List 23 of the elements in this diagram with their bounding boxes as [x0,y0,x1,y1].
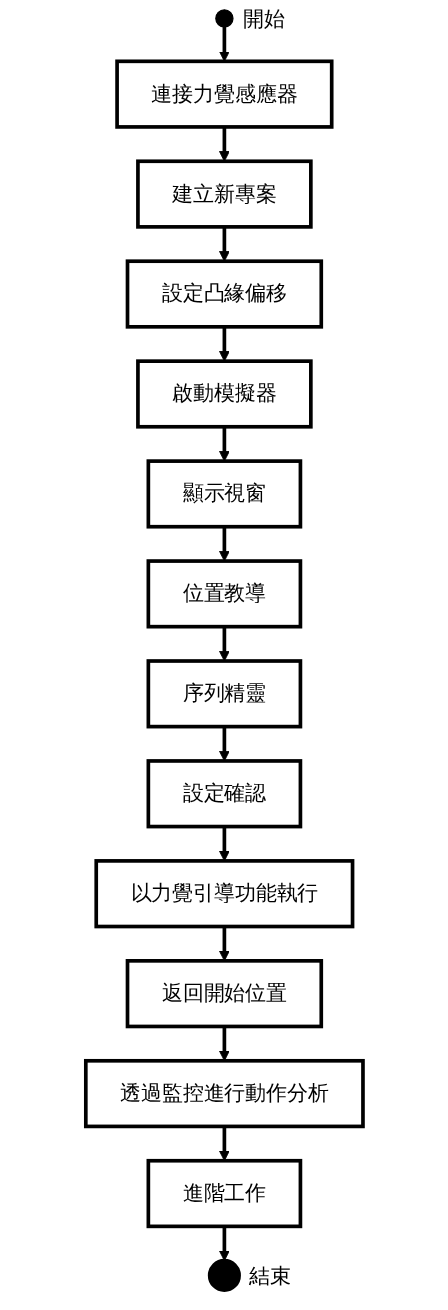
node-box: 啟動模擬器 [135,359,313,429]
node-box: 序列精靈 [146,659,302,729]
node-box: 位置教導 [146,559,302,629]
node-circle [214,9,234,28]
arrow [218,126,230,162]
node-box: 連接力覺感應器 [114,59,334,129]
node-caption: 結束 [248,1263,291,1287]
node-box: 透過監控進行動作分析 [83,1058,365,1129]
node-box: 設定凸緣偏移 [125,259,323,329]
node-box: 建立新專案 [135,159,313,229]
arrow [218,226,230,262]
node-box: 返回開始位置 [125,959,323,1029]
arrow [218,27,230,62]
arrow [218,326,230,362]
arrow [218,526,230,562]
arrow [218,626,230,662]
node-circle [207,1258,241,1292]
node-box: 設定確認 [146,759,302,829]
node-box: 顯示視窗 [146,459,302,529]
node-box: 進階工作 [146,1158,302,1229]
arrow [218,426,230,462]
node-box: 以力覺引導功能執行 [94,859,354,929]
node-caption: 開始 [242,6,285,30]
